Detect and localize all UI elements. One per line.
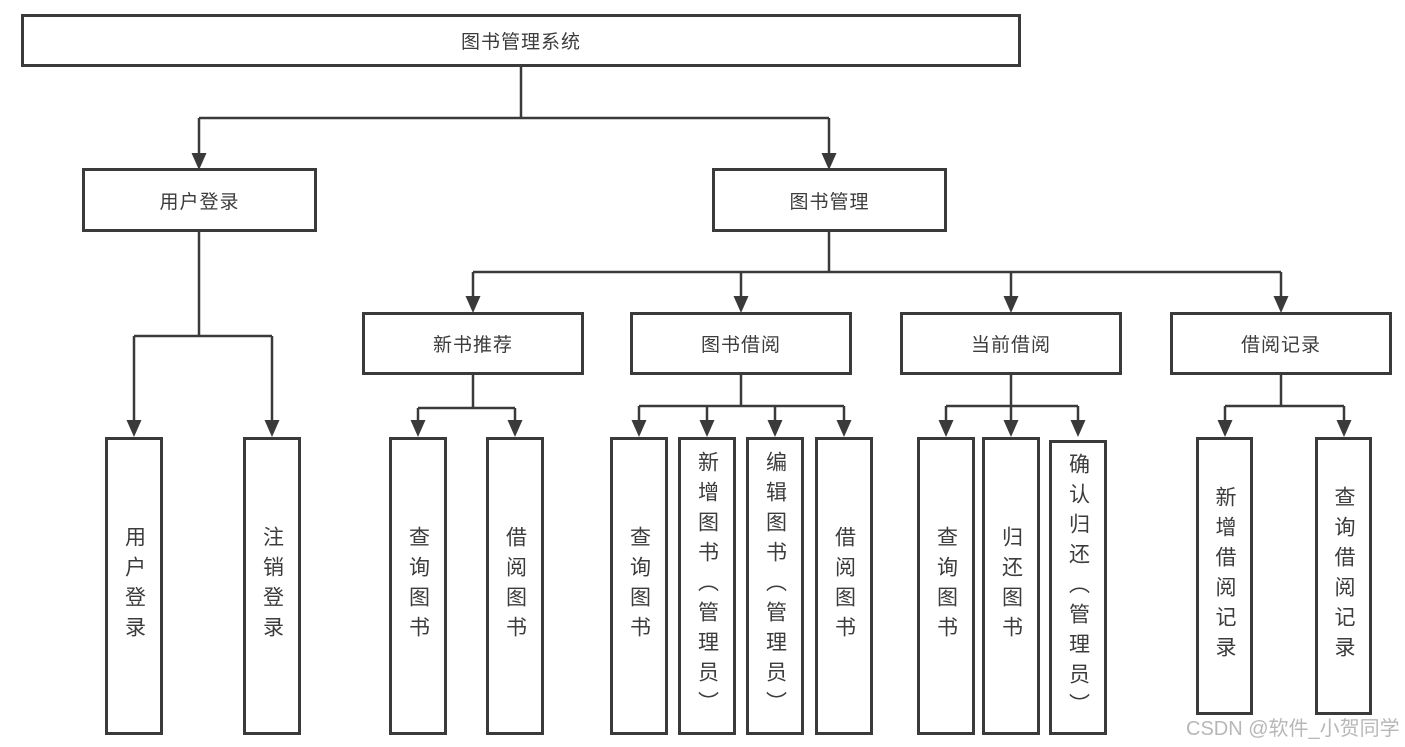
leaf-br-add-record-label: 新增借阅记录 xyxy=(1213,486,1236,666)
node-book-management-label: 图书管理 xyxy=(789,191,870,213)
leaf-user-login: 用户登录 xyxy=(105,437,163,735)
node-user-login: 用户登录 xyxy=(82,168,317,232)
leaf-cb-query-books-label: 查询图书 xyxy=(934,526,958,646)
node-book-borrow-label: 图书借阅 xyxy=(700,335,781,356)
leaf-bb-add-book-admin: 新增图书（管理员） xyxy=(678,437,736,735)
leaf-bb-add-book-admin-label: 新增图书（管理员） xyxy=(695,451,719,721)
leaf-br-query-record-label: 查询借阅记录 xyxy=(1332,486,1355,666)
node-new-book-recommend: 新书推荐 xyxy=(362,312,584,375)
node-borrow-records-label: 借阅记录 xyxy=(1240,335,1321,356)
node-current-borrow-label: 当前借阅 xyxy=(970,335,1051,356)
node-current-borrow: 当前借阅 xyxy=(900,312,1122,375)
leaf-bb-query-books-label: 查询图书 xyxy=(627,526,651,646)
node-user-login-label: 用户登录 xyxy=(159,191,240,213)
arrowhead-icons xyxy=(126,153,1352,437)
leaf-nb-query-books-label: 查询图书 xyxy=(406,526,430,646)
leaf-cb-confirm-return-admin-label: 确认归还（管理员） xyxy=(1066,452,1090,723)
leaf-bb-query-books: 查询图书 xyxy=(610,437,668,735)
leaf-br-query-record: 查询借阅记录 xyxy=(1315,437,1372,715)
leaf-cb-return-books: 归还图书 xyxy=(982,437,1040,735)
leaf-bb-borrow-books: 借阅图书 xyxy=(815,437,873,735)
node-new-book-recommend-label: 新书推荐 xyxy=(432,335,513,356)
leaf-cb-return-books-label: 归还图书 xyxy=(999,526,1023,646)
leaf-nb-query-books: 查询图书 xyxy=(389,437,447,735)
node-borrow-records: 借阅记录 xyxy=(1170,312,1392,375)
leaf-br-add-record: 新增借阅记录 xyxy=(1196,437,1253,715)
node-root-label: 图书管理系统 xyxy=(460,32,581,53)
leaf-cb-query-books: 查询图书 xyxy=(917,437,975,735)
node-book-management: 图书管理 xyxy=(712,168,947,232)
leaf-bb-edit-book-admin-label: 编辑图书（管理员） xyxy=(763,451,787,721)
leaf-nb-borrow-books: 借阅图书 xyxy=(486,437,544,735)
leaf-cb-confirm-return-admin: 确认归还（管理员） xyxy=(1049,440,1107,735)
leaf-user-login-label: 用户登录 xyxy=(122,526,146,646)
leaf-bb-edit-book-admin: 编辑图书（管理员） xyxy=(746,437,804,735)
leaf-logout-label: 注销登录 xyxy=(260,526,284,646)
leaf-bb-borrow-books-label: 借阅图书 xyxy=(832,526,856,646)
watermark: CSDN @软件_小贺同学 xyxy=(1186,718,1400,740)
node-book-borrow: 图书借阅 xyxy=(630,312,852,375)
leaf-logout: 注销登录 xyxy=(243,437,301,735)
leaf-nb-borrow-books-label: 借阅图书 xyxy=(503,526,527,646)
node-root: 图书管理系统 xyxy=(21,14,1021,67)
